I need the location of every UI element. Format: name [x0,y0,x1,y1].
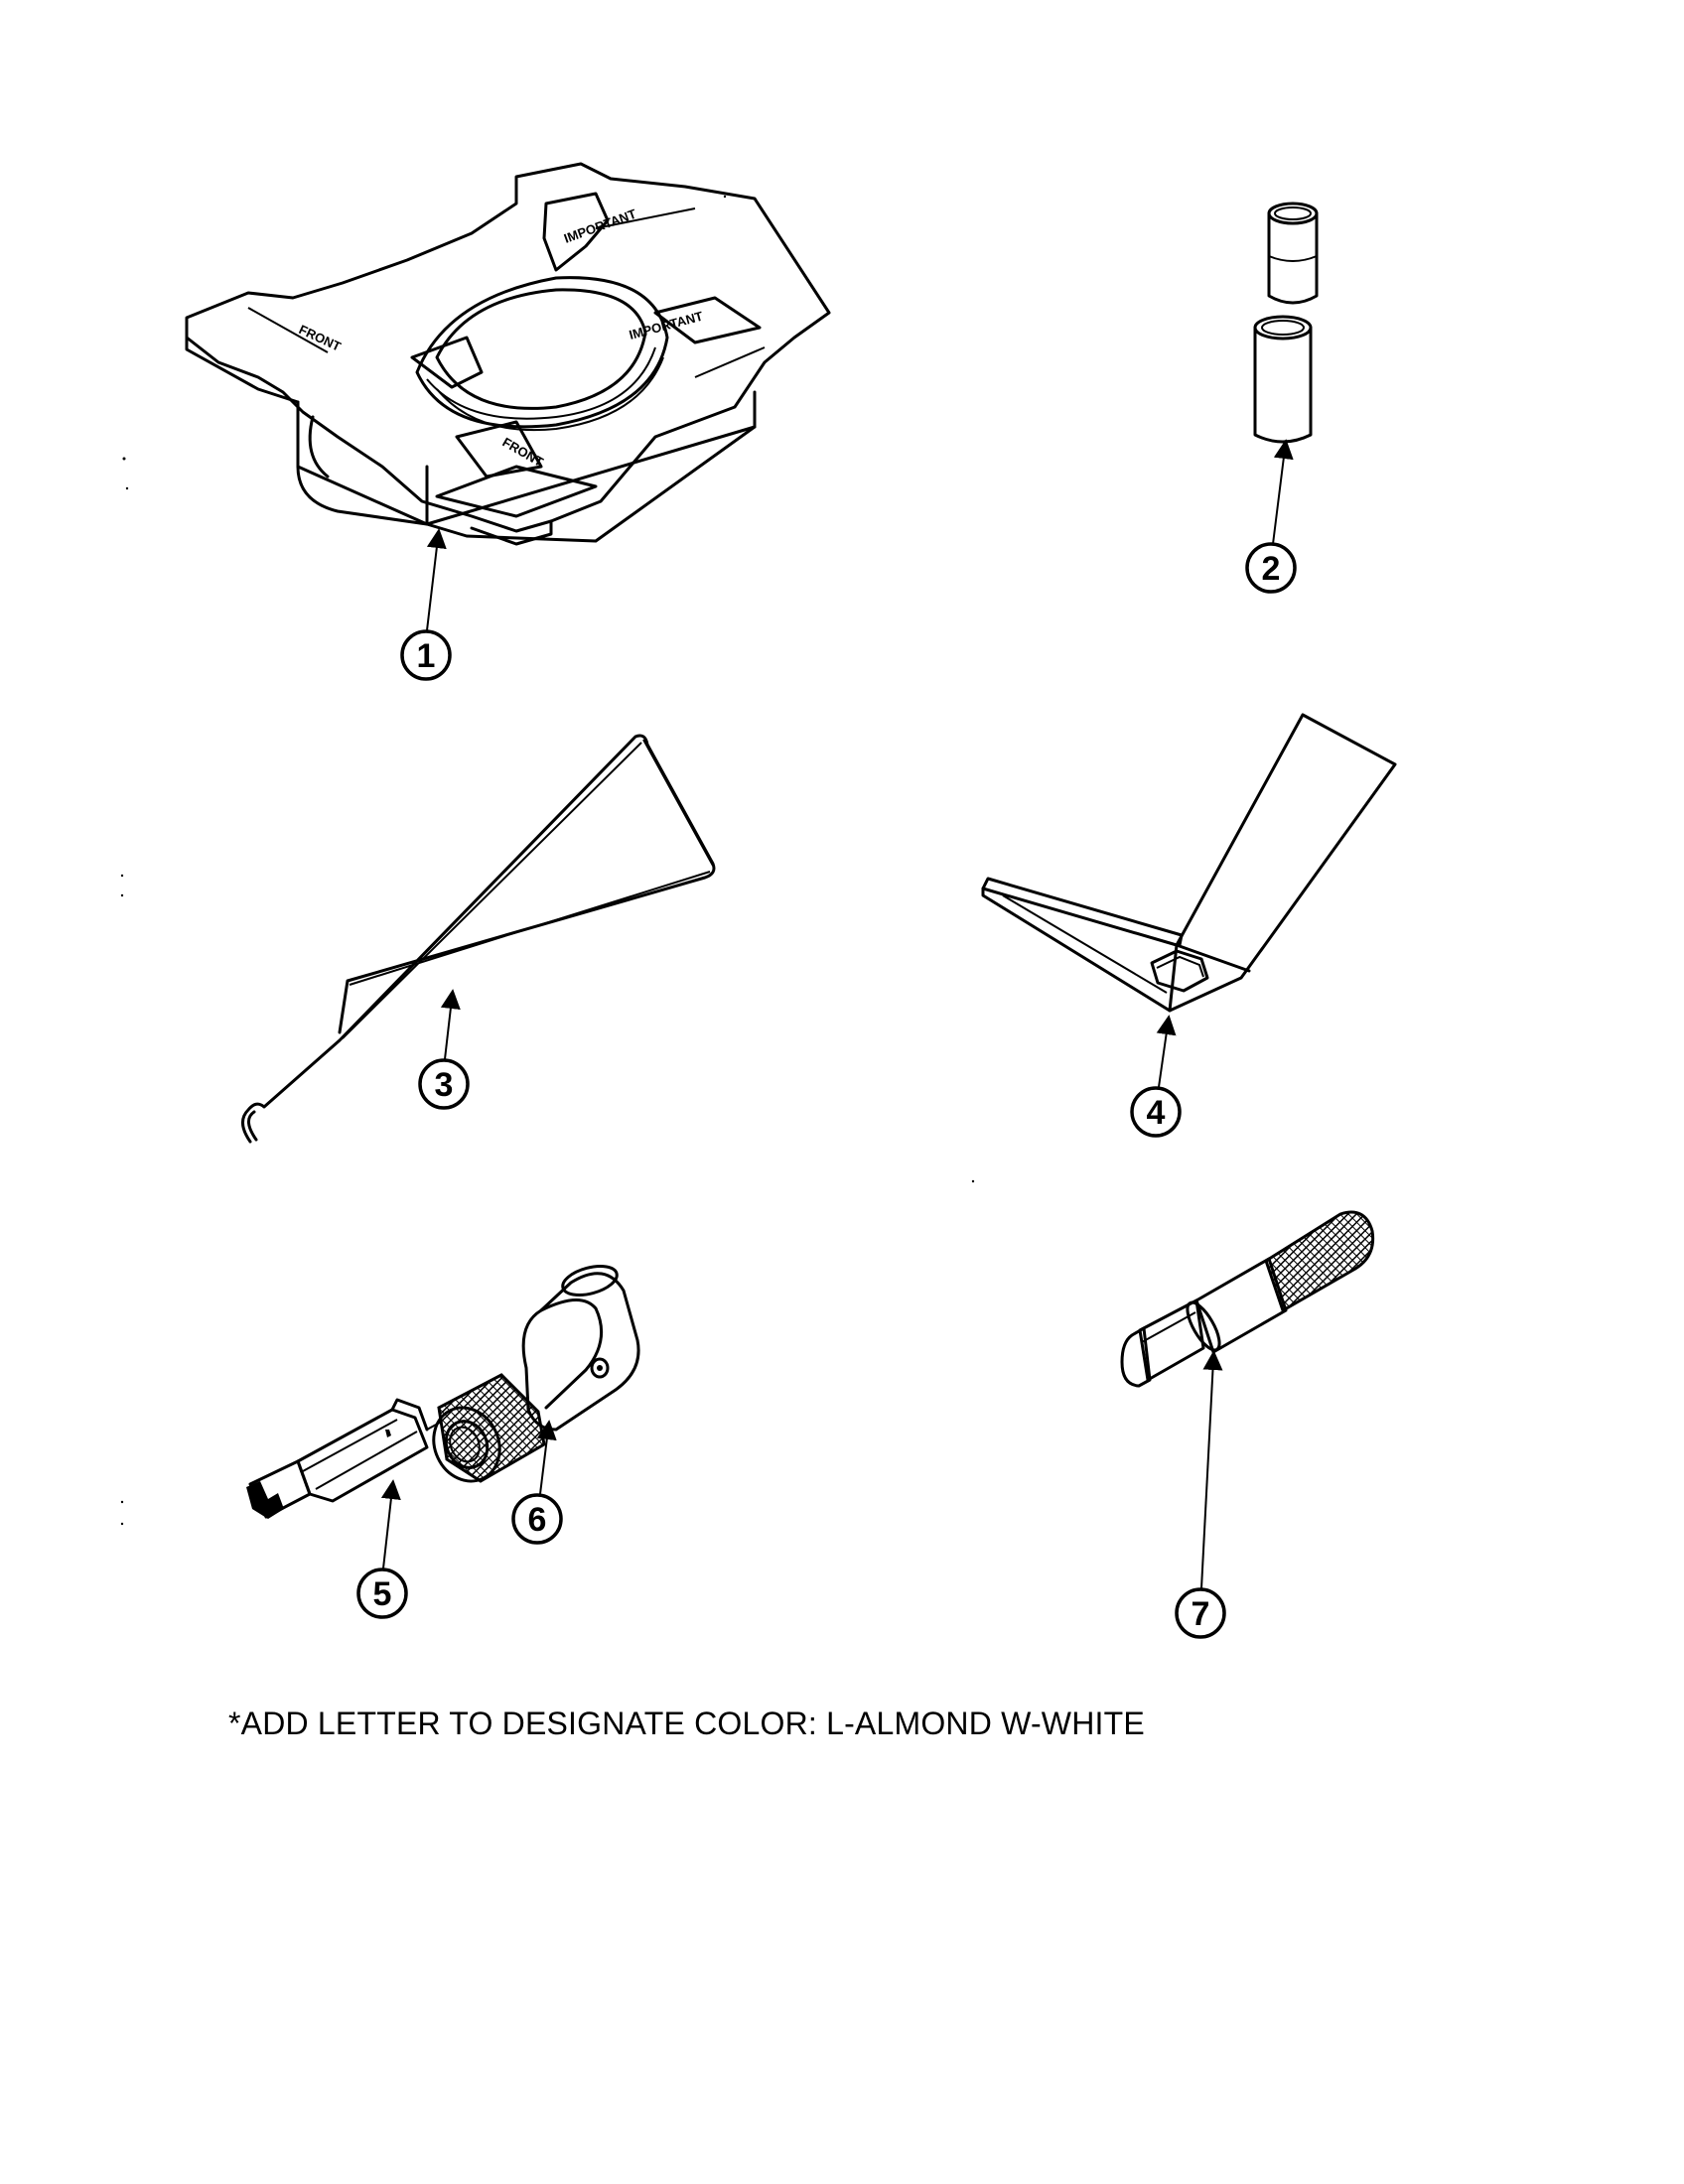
callout-circle-1 [400,629,452,681]
callout-2: 2 [1245,439,1297,594]
important-label-top: IMPORTANT [562,206,638,246]
callout-number-3: 3 [435,1066,454,1104]
leader-line-6 [536,1420,557,1495]
part-2-sleeves [1253,202,1319,444]
callout-circle-7 [1175,1587,1226,1639]
front-label-bottom: FRONT [500,435,546,470]
callout-7: 7 [1175,1350,1226,1639]
leader-line-2 [1272,439,1294,545]
callout-number-7: 7 [1192,1595,1210,1633]
leader-line-5 [380,1479,401,1570]
part-1-template: IMPORTANT IMPORTANT FRONT FRONT [185,162,831,546]
callout-1: 1 [400,528,452,681]
callout-number-4: 4 [1147,1094,1166,1132]
part-6-socket [432,1265,640,1483]
callout-number-2: 2 [1262,550,1281,588]
callout-number-1: 1 [417,637,436,675]
scan-specks [120,195,975,1526]
callout-3: 3 [418,989,470,1110]
callout-circle-5 [356,1568,408,1619]
leader-line-7 [1200,1350,1223,1589]
callout-circle-4 [1130,1086,1182,1138]
color-designation-footnote: *ADD LETTER TO DESIGNATE COLOR: L-ALMOND… [228,1706,1145,1741]
leader-line-4 [1156,1015,1177,1088]
callout-circle-6 [511,1493,563,1545]
part-7-pin [1120,1210,1375,1388]
callout-circle-3 [418,1058,470,1110]
part-3-wire-hook [241,734,716,1144]
callout-number-6: 6 [528,1501,547,1539]
front-label-left: FRONT [297,322,344,354]
callout-4: 4 [1130,1015,1182,1138]
callout-circle-2 [1245,542,1297,594]
part-5-torx-bit [246,1398,450,1519]
leader-line-1 [426,528,447,631]
callout-number-5: 5 [373,1575,392,1613]
part-4-hex-plate [981,713,1397,1013]
callout-6: 6 [511,1420,563,1545]
callout-5: 5 [356,1479,408,1619]
leader-line-3 [440,989,461,1060]
